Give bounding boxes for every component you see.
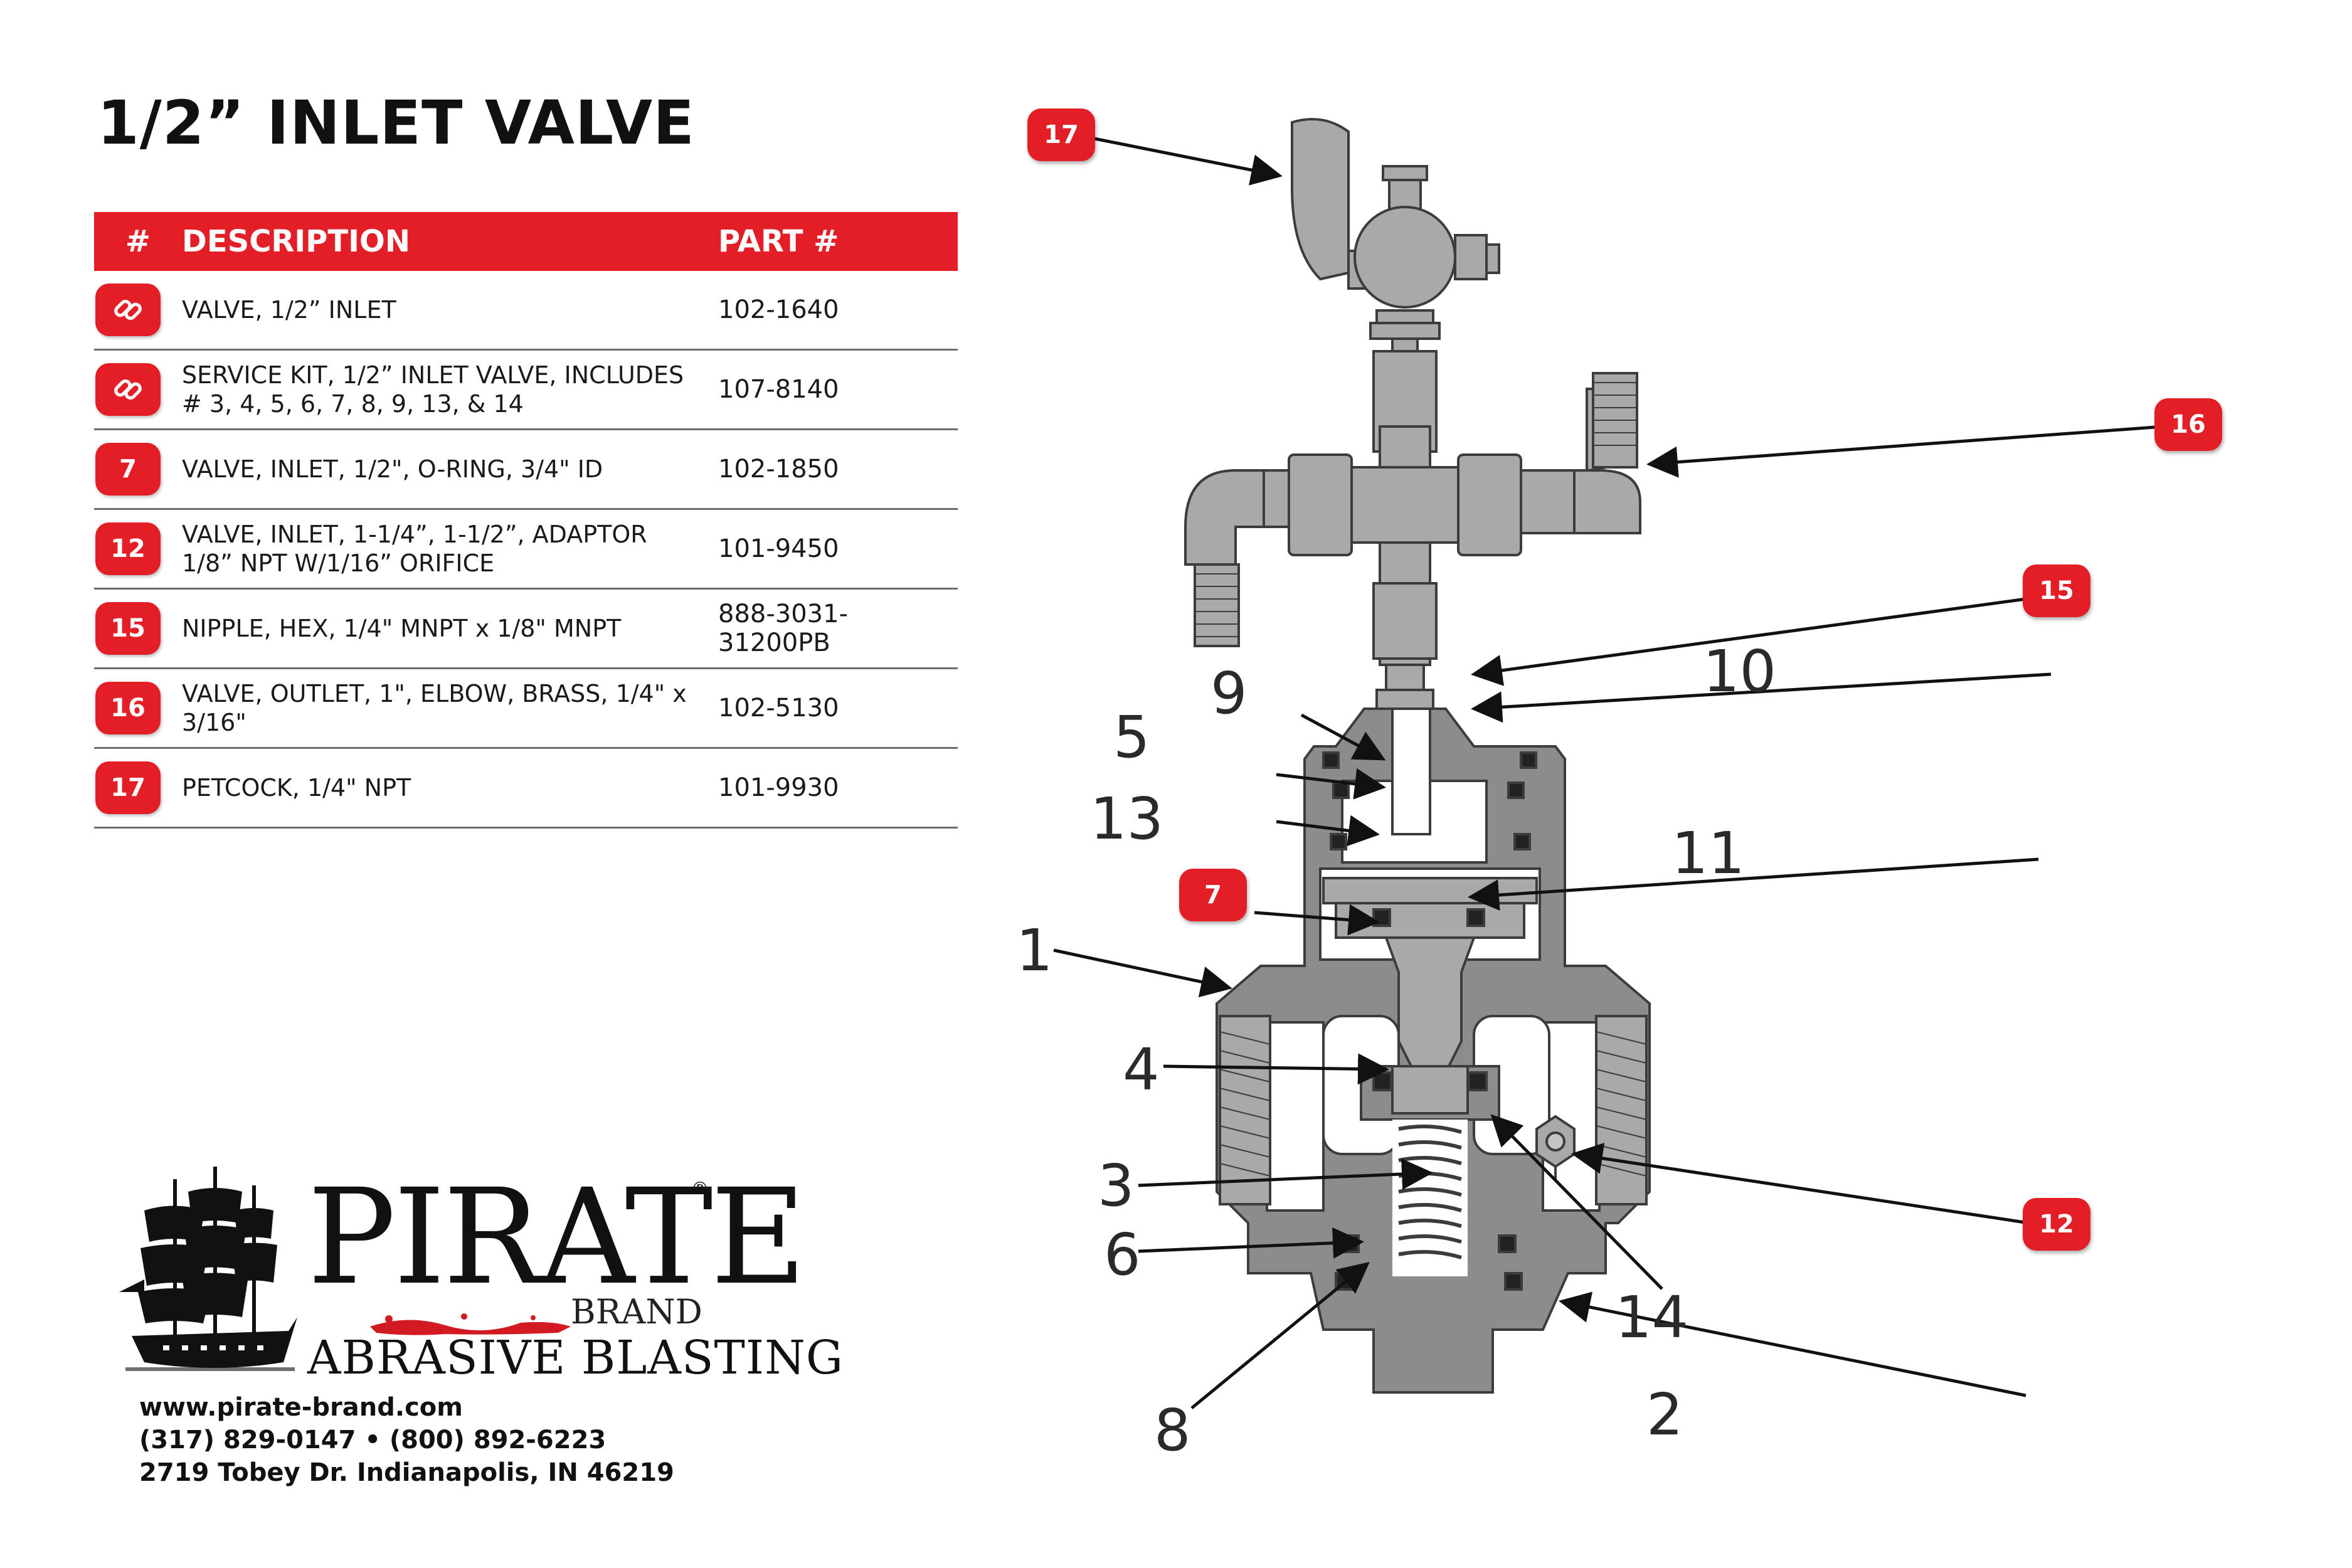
table-row: 7 VALVE, INLET, 1/2", O-RING, 3/4" ID 10…	[94, 429, 958, 510]
table-row: 16 VALVE, OUTLET, 1", ELBOW, BRASS, 1/4"…	[94, 668, 958, 749]
label-9: 9	[1210, 660, 1248, 727]
logo-wordmark: PIRATE	[307, 1160, 807, 1314]
address: 2719 Tobey Dr. Indianapolis, IN 46219	[139, 1458, 674, 1487]
callout-15[interactable]: 15	[2023, 564, 2090, 617]
link-icon[interactable]	[95, 363, 161, 416]
callout-17[interactable]: 17	[1027, 109, 1095, 161]
item-number-badge[interactable]: 16	[95, 682, 161, 734]
table-row: SERVICE KIT, 1/2” INLET VALVE, INCLUDES …	[94, 349, 958, 430]
row-part-number: 102-1640	[718, 271, 958, 351]
label-13: 13	[1090, 785, 1164, 852]
parts-table: # DESCRIPTION PART # VALVE, 1/2” INLET 1…	[94, 212, 958, 829]
label-10: 10	[1703, 638, 1777, 705]
callout-12[interactable]: 12	[2023, 1198, 2090, 1251]
item-number-badge[interactable]: 12	[95, 522, 161, 575]
label-8: 8	[1154, 1397, 1191, 1464]
label-5: 5	[1113, 704, 1150, 771]
item-number-badge[interactable]: 17	[95, 761, 161, 814]
logo-tagline: ABRASIVE BLASTING	[307, 1331, 844, 1385]
row-part-number: 107-8140	[718, 349, 958, 430]
row-part-number: 888-3031-31200PB	[718, 588, 958, 669]
row-description: VALVE, INLET, 1/2", O-RING, 3/4" ID	[182, 429, 718, 510]
valve-illustration	[1053, 118, 2164, 1409]
table-row: 17 PETCOCK, 1/4" NPT 101-9930	[94, 748, 958, 829]
row-part-number: 101-9930	[718, 748, 958, 829]
row-part-number: 102-1850	[718, 429, 958, 510]
label-3: 3	[1098, 1152, 1135, 1219]
label-4: 4	[1123, 1036, 1160, 1103]
row-description: VALVE, OUTLET, 1", ELBOW, BRASS, 1/4" x …	[182, 668, 718, 749]
phone-numbers: (317) 829-0147 • (800) 892-6223	[139, 1426, 607, 1454]
row-part-number: 101-9450	[718, 509, 958, 590]
row-description: NIPPLE, HEX, 1/4" MNPT x 1/8" MNPT	[182, 588, 718, 669]
blood-splash-icon	[370, 1313, 571, 1335]
pirate-ship-icon	[119, 1167, 297, 1371]
label-6: 6	[1104, 1221, 1141, 1288]
label-11: 11	[1671, 820, 1745, 887]
header-num: #	[94, 212, 182, 271]
registered-mark: ®	[691, 1178, 709, 1199]
logo-brand-text: BRAND	[571, 1292, 702, 1332]
table-row: 15 NIPPLE, HEX, 1/4" MNPT x 1/8" MNPT 88…	[94, 588, 958, 669]
item-number-badge[interactable]: 7	[95, 443, 161, 495]
row-description: SERVICE KIT, 1/2” INLET VALVE, INCLUDES …	[182, 349, 718, 430]
page-title: 1/2” INLET VALVE	[97, 88, 695, 158]
pirate-brand-logo: PIRATE ® BRAND ABRASIVE BLASTING	[119, 1167, 843, 1392]
table-header-row: # DESCRIPTION PART #	[94, 212, 958, 271]
header-part: PART #	[718, 212, 958, 271]
callout-7[interactable]: 7	[1179, 869, 1247, 921]
label-14: 14	[1615, 1284, 1689, 1351]
row-description: VALVE, 1/2” INLET	[182, 271, 718, 351]
contact-block: www.pirate-brand.com (317) 829-0147 • (8…	[139, 1391, 674, 1489]
row-description: PETCOCK, 1/4" NPT	[182, 748, 718, 829]
row-description: VALVE, INLET, 1-1/4”, 1-1/2”, ADAPTOR 1/…	[182, 509, 718, 590]
link-icon[interactable]	[95, 283, 161, 336]
valve-diagram: 17 16 15 7 12 9 10 5 13 11 1 4 3 6 14 8 …	[909, 63, 2352, 1568]
label-1: 1	[1016, 917, 1053, 984]
table-row: 12 VALVE, INLET, 1-1/4”, 1-1/2”, ADAPTOR…	[94, 509, 958, 590]
row-part-number: 102-5130	[718, 668, 958, 749]
website-link[interactable]: www.pirate-brand.com	[139, 1393, 463, 1422]
label-2: 2	[1646, 1381, 1683, 1448]
table-row: VALVE, 1/2” INLET 102-1640	[94, 271, 958, 351]
item-number-badge[interactable]: 15	[95, 602, 161, 655]
header-description: DESCRIPTION	[182, 212, 718, 271]
callout-16[interactable]: 16	[2154, 398, 2222, 451]
